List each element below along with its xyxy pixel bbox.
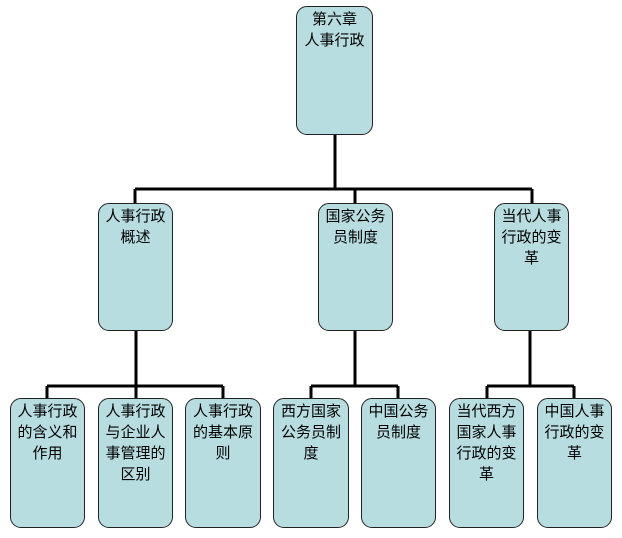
node-national-civil-service-system: 国家公务 员制度 xyxy=(318,203,393,331)
node-difference-from-enterprise-hr: 人事行政 与企业人 事管理的 区别 xyxy=(98,398,173,528)
node-personnel-administration-overview: 人事行政 概述 xyxy=(98,203,173,331)
connector-root-to-level1 xyxy=(133,135,534,203)
node-contemporary-personnel-administration-reform: 当代人事 行政的变 革 xyxy=(494,203,569,331)
node-meaning-and-role: 人事行政 的含义和 作用 xyxy=(10,398,85,528)
connector-overview-to-subtopics xyxy=(45,331,225,398)
node-basic-principles: 人事行政 的基本原 则 xyxy=(185,398,261,528)
connector-civil-service-to-subtopics xyxy=(309,331,400,398)
node-western-civil-service: 西方国家 公务员制 度 xyxy=(273,398,349,528)
node-western-personnel-reform: 当代西方 国家人事 行政的变 革 xyxy=(449,398,524,528)
connector-reform-to-subtopics xyxy=(485,331,576,398)
node-chinese-civil-service: 中国公务 员制度 xyxy=(361,398,436,528)
node-chinese-personnel-reform: 中国人事 行政的变 革 xyxy=(537,398,612,528)
node-chapter-six-personnel-administration: 第六章 人事行政 xyxy=(296,6,373,135)
